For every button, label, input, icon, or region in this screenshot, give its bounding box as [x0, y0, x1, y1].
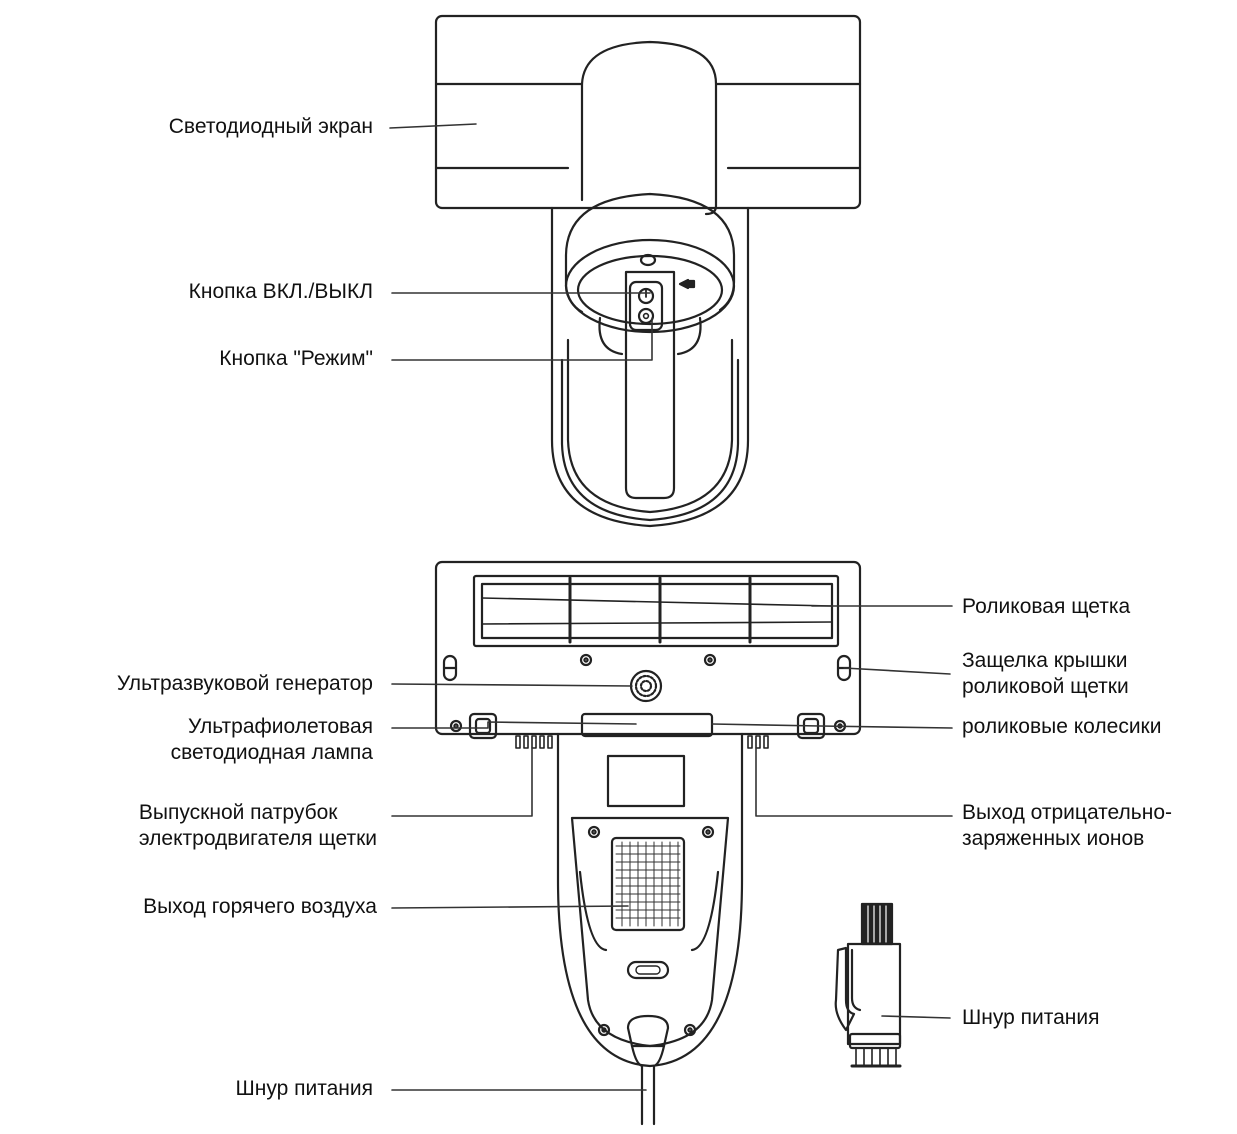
button-strip — [624, 270, 676, 500]
power-button-icon — [637, 287, 655, 305]
cleaning-brush — [834, 902, 902, 1068]
ion-vents — [747, 735, 769, 749]
label-power-cord-brush: Шнур питания — [962, 1006, 1100, 1029]
label-ions: Выход отрицательно- заряженных ионов — [962, 801, 1172, 850]
top-view-device — [434, 14, 862, 528]
brush-bristles-top — [860, 902, 894, 946]
indicator-light — [639, 253, 657, 267]
brush-bristles-bottom — [855, 1047, 897, 1067]
power-plug — [626, 1014, 670, 1048]
leader-exhaust — [391, 747, 533, 817]
label-exhaust: Выпускной патрубок электродвигателя щетк… — [138, 801, 377, 850]
leader-ultrasonic — [391, 683, 633, 687]
handle-body — [550, 206, 750, 528]
label-roller-latch: Защелка крышки роликовой щетки — [962, 649, 1129, 698]
exhaust-vents — [515, 735, 553, 749]
brush-handle — [846, 942, 902, 1046]
label-recess — [606, 754, 686, 808]
mode-button-icon — [637, 307, 655, 325]
leader-hot-air — [391, 905, 629, 909]
leader-latch — [843, 667, 951, 675]
label-led-screen: Светодиодный экран — [168, 115, 373, 138]
label-power-button: Кнопка ВКЛ./ВЫКЛ — [188, 280, 373, 303]
leader-led-screen — [389, 123, 477, 129]
led-screen-tube — [580, 40, 718, 216]
label-hot-air: Выход горячего воздуха — [143, 895, 377, 918]
label-power-cord-bottom: Шнур питания — [235, 1077, 373, 1100]
top-head-panel — [434, 14, 862, 210]
label-mode-button: Кнопка "Режим" — [219, 347, 373, 370]
leader-lines — [389, 123, 953, 1091]
label-ultrasonic: Ультразвуковой генератор — [116, 672, 373, 695]
hot-air-grille-mesh — [615, 841, 681, 927]
bottom-head-plate — [434, 560, 862, 736]
lower-panel — [570, 816, 730, 1048]
roller-brush-window — [472, 574, 840, 648]
handle-inner-groove — [566, 338, 734, 514]
label-roller-brush: Роликовая щетка — [962, 595, 1131, 618]
leader-mode-button — [391, 317, 653, 361]
leader-ions — [755, 747, 953, 817]
power-button-frame — [628, 280, 664, 332]
bottom-handle-body — [556, 732, 744, 1068]
direction-arrow-icon — [678, 278, 690, 290]
button-panel — [564, 238, 736, 334]
leader-uv-lamp — [391, 721, 637, 729]
hot-air-grille — [610, 836, 686, 932]
leader-power-cord-brush — [881, 1015, 951, 1019]
bottom-view-device — [434, 560, 862, 1126]
wheel-left — [468, 712, 498, 740]
leader-wheels — [711, 723, 953, 729]
hanging-slot — [626, 960, 670, 980]
label-uv-lamp: Ультрафиолетовая светодиодная лампа — [170, 715, 373, 764]
label-wheels: роликовые колесики — [962, 715, 1162, 738]
uv-lamp — [580, 712, 714, 738]
